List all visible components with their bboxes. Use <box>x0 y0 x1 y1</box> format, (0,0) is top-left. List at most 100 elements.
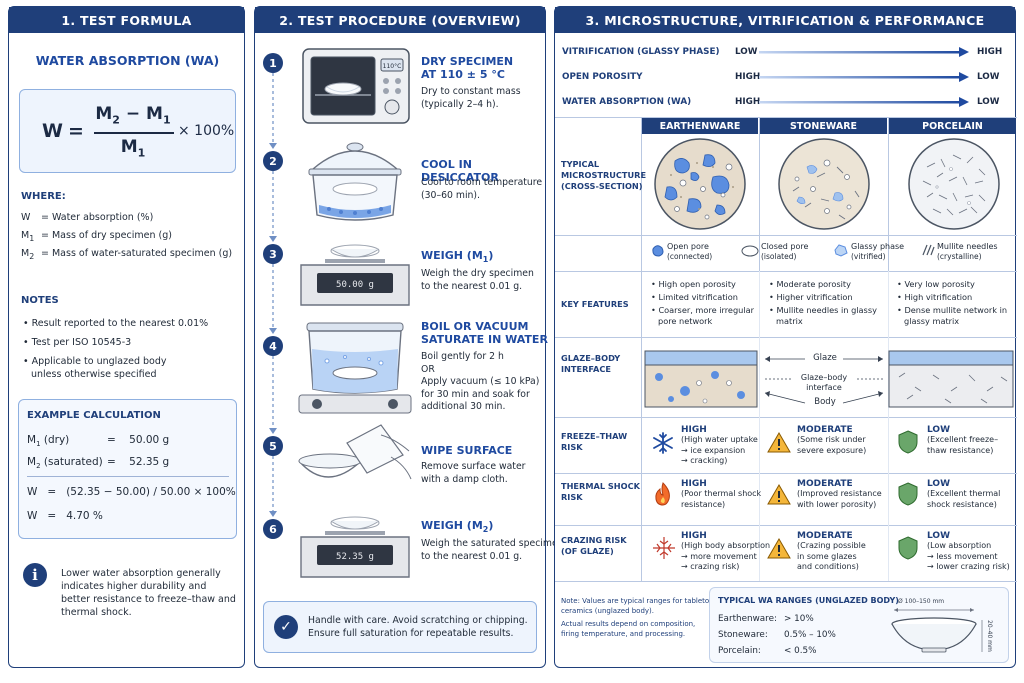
example-m2-value: = 52.35 g <box>107 456 170 468</box>
test-formula-panel: 1. TEST FORMULA WATER ABSORPTION (WA) W … <box>8 6 245 668</box>
info-icon: i <box>23 563 47 587</box>
column-header: EARTHENWARE <box>642 118 758 134</box>
step-title: COOL IN DESICCATOR <box>421 158 499 184</box>
warning-icon <box>767 432 791 453</box>
features-porcelain: • Very low porosity • High vitrification… <box>897 279 1008 326</box>
range-name: Stoneware: <box>718 630 768 640</box>
wa-ranges-box: TYPICAL WA RANGES (UNGLAZED BODY) Earthe… <box>709 587 1009 663</box>
where-title: WHERE: <box>21 191 66 202</box>
risk-cell: MODERATE(Some risk under severe exposure… <box>797 425 867 455</box>
handling-tip-box: ✓ Handle with care. Avoid scratching or … <box>263 601 537 653</box>
trend-label: WATER ABSORPTION (WA) <box>562 97 692 107</box>
step-title: WEIGH (M1) <box>421 249 494 265</box>
where-item: W= Water absorption (%) <box>21 212 154 223</box>
row-label-glaze-body: GLAZE–BODY INTERFACE <box>561 353 621 374</box>
trend-from: LOW <box>735 47 758 57</box>
range-value: < 0.5% <box>784 646 817 656</box>
example-m2: M2 (saturated) <box>27 456 103 471</box>
test-procedure-panel: 2. TEST PROCEDURE (OVERVIEW) 1 2 3 4 5 6… <box>254 6 564 668</box>
formula-box: W = M2 − M1 M1 × 100% <box>19 89 236 173</box>
grid-line <box>555 581 1017 582</box>
risk-cell: HIGH(High body absorption → more movemen… <box>681 531 771 571</box>
where-list: W= Water absorption (%) M1= Mass of dry … <box>21 211 243 265</box>
grid-line <box>759 271 760 581</box>
step-number: 6 <box>263 519 283 539</box>
fraction-bar <box>94 132 174 134</box>
warning-icon <box>767 538 791 559</box>
trend-label: VITRIFICATION (GLASSY PHASE) <box>562 47 720 57</box>
trend-label: OPEN POROSITY <box>562 72 643 82</box>
trend-to: LOW <box>977 97 1000 107</box>
scale-icon: 52.35 g <box>300 516 410 578</box>
risk-cell: MODERATE(Improved resistance with lower … <box>797 479 882 509</box>
step-desc: Weigh the dry specimen to the nearest 0.… <box>421 268 534 292</box>
legend-item: Open pore(connected) <box>667 242 713 261</box>
range-value: 0.5% – 10% <box>784 630 836 640</box>
range-value: > 10% <box>784 614 814 624</box>
panel-header: 1. TEST FORMULA <box>9 7 244 33</box>
step-desc: Boil gently for 2 h OR Apply vacuum (≤ 1… <box>421 351 540 412</box>
ranges-title: TYPICAL WA RANGES (UNGLAZED BODY) <box>718 596 899 605</box>
formula-numerator: M2 − M1 <box>95 104 171 127</box>
note-item: • Result reported to the nearest 0.01% <box>23 318 209 329</box>
step-title: WEIGH (M2) <box>421 519 494 535</box>
step-number: 3 <box>263 244 283 264</box>
step-desc: Dry to constant mass (typically 2–4 h). <box>421 86 521 110</box>
snowflake-icon <box>653 432 673 454</box>
grid-line <box>555 235 1017 236</box>
risk-cell: LOW(Low absorption → less movement → low… <box>927 531 1010 571</box>
grid-line <box>759 117 760 271</box>
step-title: BOIL OR VACUUM SATURATE IN WATER <box>421 320 548 346</box>
checkmark-icon: ✓ <box>274 615 298 639</box>
trend-to: HIGH <box>977 47 1003 57</box>
scale-display: 50.00 g <box>336 280 374 290</box>
example-title: EXAMPLE CALCULATION <box>27 410 161 421</box>
desiccator-icon <box>308 142 402 221</box>
glassy-phase-icon <box>834 244 848 257</box>
example-calculation-box: EXAMPLE CALCULATION M1 (dry) = 50.00 g M… <box>18 399 237 539</box>
step-desc: Cool to room temperature (30–60 min). <box>421 177 543 201</box>
glaze-label: Glaze <box>813 353 837 363</box>
formula-lhs: W <box>42 120 63 142</box>
grid-line <box>555 117 1017 118</box>
footnote: Note: Values are typical ranges for tabl… <box>561 597 714 615</box>
timeline <box>269 73 277 517</box>
step-desc: Weigh the saturated specimen to the near… <box>421 538 564 562</box>
crack-icon <box>653 537 675 559</box>
closed-pore-icon <box>741 245 759 257</box>
range-name: Earthenware: <box>718 614 777 624</box>
panel-header: 2. TEST PROCEDURE (OVERVIEW) <box>255 7 545 33</box>
interface-label: Glaze–body interface <box>791 373 857 393</box>
grid-line <box>555 417 1017 418</box>
formula-subtitle: WATER ABSORPTION (WA) <box>35 53 220 68</box>
boiling-pot-icon <box>298 322 412 414</box>
interface-arrows <box>764 356 884 404</box>
example-line-1: W = (52.35 − 50.00) / 50.00 × 100% <box>27 486 236 498</box>
scale-icon: 50.00 g <box>300 244 410 306</box>
note-item: • Applicable to unglazed body unless oth… <box>23 356 167 380</box>
mullite-needles-icon <box>922 244 935 256</box>
risk-cell: HIGH(Poor thermal shock resistance) <box>681 479 762 509</box>
step-number: 2 <box>263 151 283 171</box>
grid-line <box>555 525 1017 526</box>
risk-cell: LOW(Excellent thermal shock resistance) <box>927 479 1001 509</box>
row-label-microstructure: TYPICAL MICROSTRUCTURE (CROSS-SECTION) <box>561 159 647 191</box>
trend-section: VITRIFICATION (GLASSY PHASE) LOW HIGH OP… <box>555 35 1017 117</box>
column-header: STONEWARE <box>760 118 887 134</box>
row-label-thermal-shock: THERMAL SHOCK RISK <box>561 481 640 502</box>
panel-header: 3. MICROSTRUCTURE, VITRIFICATION & PERFO… <box>555 7 1015 33</box>
grid-line <box>555 337 1017 338</box>
risk-cell: LOW(Excellent freeze– thaw resistance) <box>927 425 999 455</box>
microstructure-panel: 3. MICROSTRUCTURE, VITRIFICATION & PERFO… <box>554 6 1017 668</box>
body-label: Body <box>814 397 836 407</box>
tip-text: Handle with care. Avoid scratching or ch… <box>308 615 528 639</box>
step-number: 1 <box>263 53 283 73</box>
formula-denominator: M1 <box>120 137 146 160</box>
risk-cell: HIGH(High water uptake → ice expansion →… <box>681 425 758 465</box>
trend-arrows <box>759 47 969 107</box>
column-header: PORCELAIN <box>889 118 1016 134</box>
oven-display: 110°C <box>383 63 402 70</box>
where-item: M2= Mass of water-saturated specimen (g) <box>21 248 233 261</box>
grid-line <box>555 271 1017 272</box>
formula-multiplier: × 100% <box>178 123 235 139</box>
